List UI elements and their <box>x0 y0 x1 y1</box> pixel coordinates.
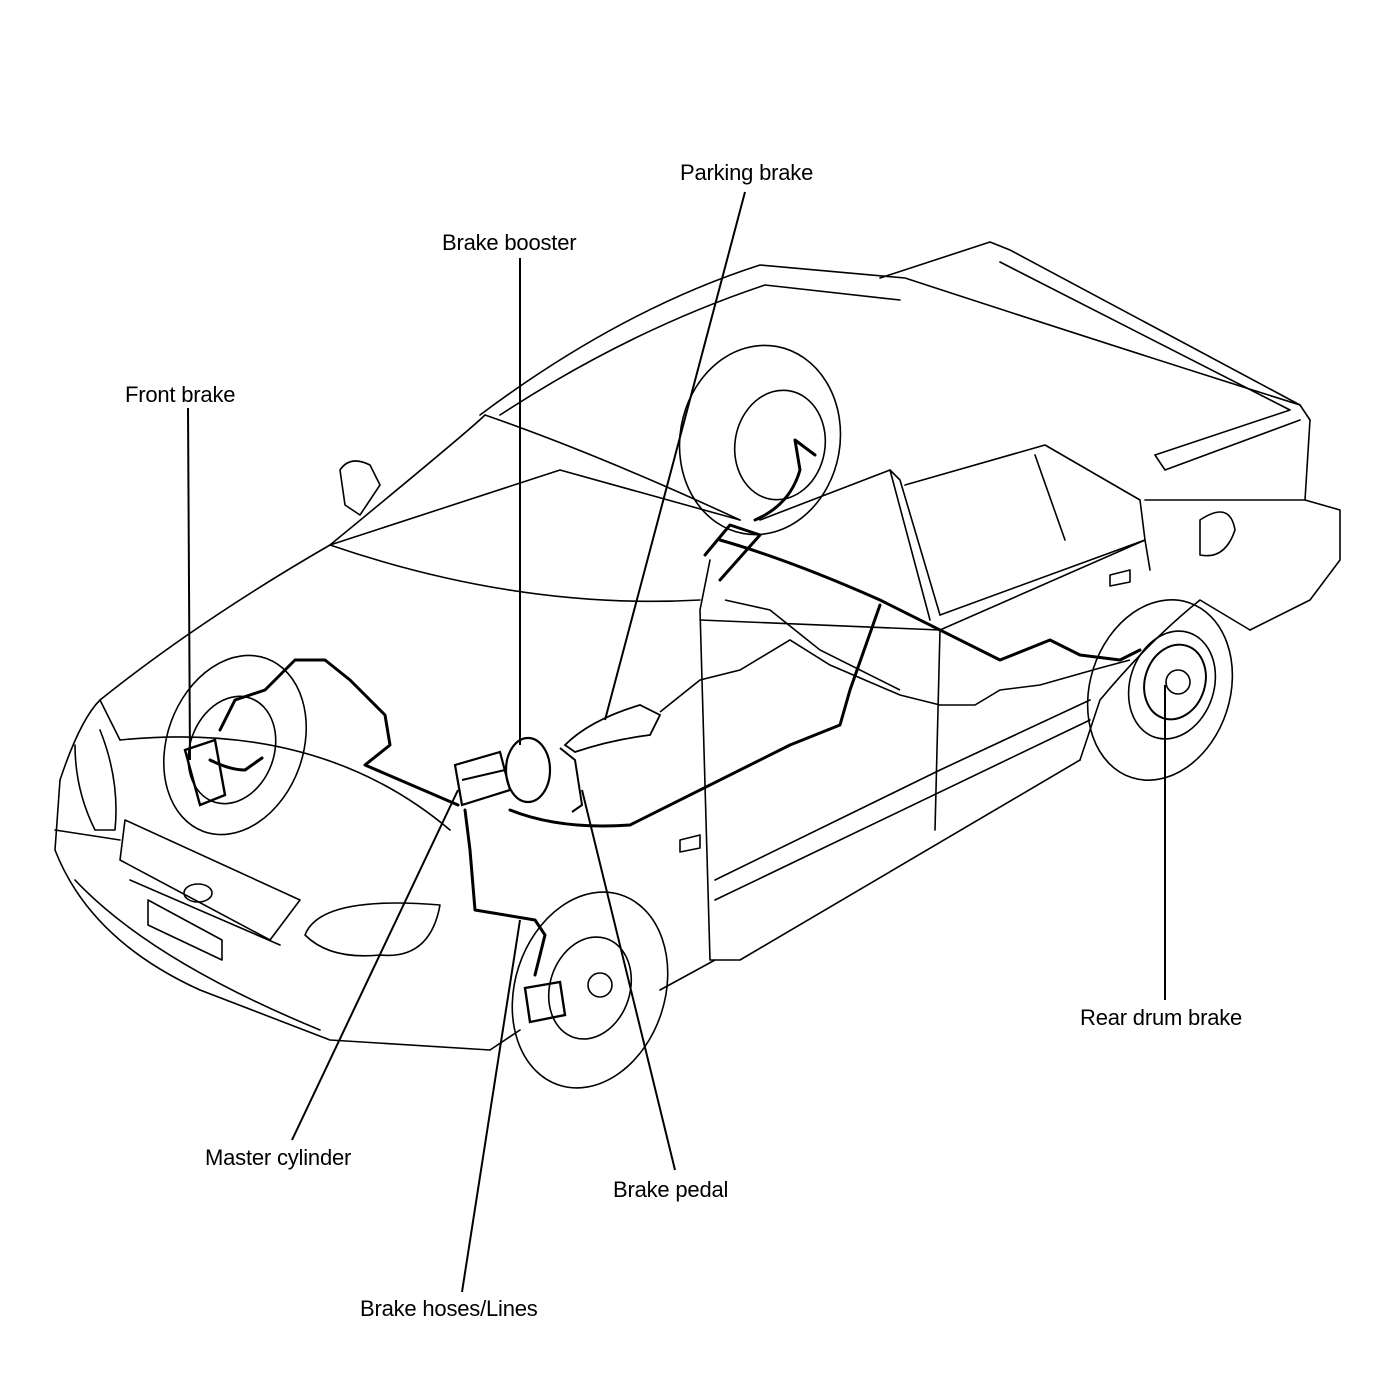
front-left-caliper <box>183 738 227 807</box>
parking-brake-cable <box>659 599 1131 713</box>
front-right-wheel <box>511 891 669 1089</box>
car-body-outline <box>54 241 1341 1051</box>
label-brake-hoses-lines: Brake hoses/Lines <box>360 1296 538 1321</box>
label-front-brake: Front brake <box>125 382 236 407</box>
brake-components <box>183 643 1207 1024</box>
leader-lines <box>187 191 1166 1293</box>
leader-master-cylinder <box>291 789 459 1141</box>
label-brake-pedal: Brake pedal <box>613 1177 729 1202</box>
leader-front-brake <box>187 407 191 761</box>
master-cylinder-body <box>453 750 512 807</box>
rear-left-wheel <box>678 344 842 536</box>
label-master-cylinder: Master cylinder <box>205 1145 352 1170</box>
label-brake-booster: Brake booster <box>442 230 577 255</box>
front-left-wheel <box>162 654 308 836</box>
brake-booster-body <box>504 736 552 804</box>
wheels <box>162 344 1234 1089</box>
parking-brake-lever <box>563 704 662 753</box>
label-rear-drum-brake: Rear drum brake <box>1080 1005 1243 1030</box>
rear-drum <box>1143 643 1207 721</box>
label-parking-brake: Parking brake <box>680 160 814 185</box>
brake-pedal-assembly <box>559 747 584 813</box>
rear-right-wheel <box>1086 599 1234 781</box>
front-right-caliper <box>523 980 567 1024</box>
leader-parking-brake <box>604 191 746 721</box>
leader-brake-hoses-lines <box>461 919 521 1293</box>
leader-brake-pedal <box>581 789 676 1171</box>
brake-lines <box>208 438 1142 977</box>
